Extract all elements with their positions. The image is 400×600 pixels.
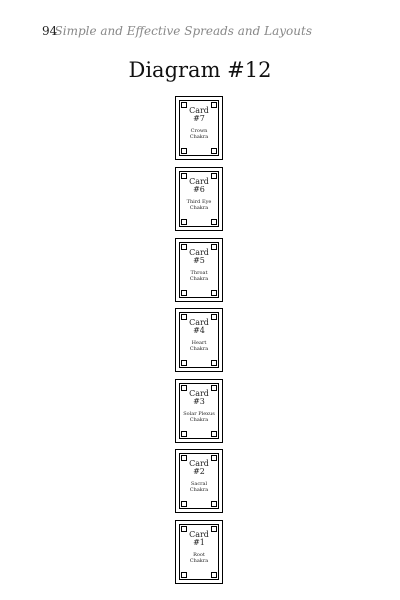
card-label: Card — [189, 106, 209, 115]
card-border — [179, 242, 219, 298]
diagram-title: Diagram #12 — [128, 58, 272, 82]
card-border — [179, 453, 219, 509]
card-border — [179, 312, 219, 368]
corner-ornament — [180, 313, 187, 320]
card-label: Card — [189, 530, 209, 539]
card-label: Card — [189, 318, 209, 327]
corner-ornament — [211, 219, 218, 226]
corner-ornament — [180, 243, 187, 250]
running-title: Simple and Effective Spreads and Layouts — [54, 24, 312, 38]
corner-ornament — [211, 501, 218, 508]
card-text: Card #7 Crown Chakra — [176, 106, 222, 141]
card-1-root-chakra: Card #1 Root Chakra — [175, 520, 223, 584]
card-chakra-word: Chakra — [189, 205, 209, 212]
card-number: #4 — [193, 326, 205, 336]
card-label: Card — [189, 248, 209, 257]
corner-ornament — [180, 360, 187, 367]
card-chakra-word: Chakra — [189, 558, 209, 565]
card-border — [179, 171, 219, 227]
card-chakra-name: Third Eye — [186, 198, 212, 205]
corner-ornament — [180, 172, 187, 179]
corner-ornament — [211, 101, 218, 108]
card-3-solar-plexus-chakra: Card #3 Solar Plexus Chakra — [175, 379, 223, 443]
card-5-throat-chakra: Card #5 Throat Chakra — [175, 238, 223, 302]
card-7-crown-chakra: Card #7 Crown Chakra — [175, 96, 223, 160]
card-border — [179, 524, 219, 580]
card-text: Card #4 Heart Chakra — [176, 318, 222, 353]
card-number: #1 — [193, 538, 205, 548]
card-chakra-name: Heart — [191, 339, 207, 346]
page-header: 94 Simple and Effective Spreads and Layo… — [42, 24, 312, 42]
card-chakra-word: Chakra — [189, 417, 209, 424]
card-chakra-word: Chakra — [189, 134, 209, 141]
card-text: Card #5 Throat Chakra — [176, 248, 222, 283]
corner-ornament — [180, 148, 187, 155]
corner-ornament — [180, 454, 187, 461]
card-label: Card — [189, 389, 209, 398]
card-6-third-eye-chakra: Card #6 Third Eye Chakra — [175, 167, 223, 231]
corner-ornament — [211, 313, 218, 320]
corner-ornament — [211, 454, 218, 461]
corner-ornament — [180, 431, 187, 438]
corner-ornament — [180, 572, 187, 579]
corner-ornament — [180, 501, 187, 508]
corner-ornament — [211, 172, 218, 179]
card-number: #2 — [193, 467, 205, 477]
card-number: #3 — [193, 397, 205, 407]
card-border — [179, 100, 219, 156]
card-number: #7 — [193, 114, 205, 124]
page-number: 94 — [42, 24, 58, 38]
card-text: Card #3 Solar Plexus Chakra — [176, 389, 222, 424]
card-number: #5 — [193, 256, 205, 266]
corner-ornament — [180, 101, 187, 108]
card-chakra-word: Chakra — [189, 487, 209, 494]
card-text: Card #6 Third Eye Chakra — [176, 177, 222, 212]
card-chakra-name: Root — [193, 551, 205, 558]
card-text: Card #1 Root Chakra — [176, 530, 222, 565]
card-2-sacral-chakra: Card #2 Sacral Chakra — [175, 449, 223, 513]
corner-ornament — [211, 290, 218, 297]
card-4-heart-chakra: Card #4 Heart Chakra — [175, 308, 223, 372]
card-chakra-name: Solar Plexus — [183, 410, 215, 417]
corner-ornament — [211, 525, 218, 532]
card-chakra-word: Chakra — [189, 346, 209, 353]
card-label: Card — [189, 459, 209, 468]
corner-ornament — [211, 243, 218, 250]
corner-ornament — [211, 431, 218, 438]
card-border — [179, 383, 219, 439]
card-label: Card — [189, 177, 209, 186]
corner-ornament — [180, 384, 187, 391]
card-chakra-name: Crown — [190, 127, 208, 134]
card-number: #6 — [193, 185, 205, 195]
card-text: Card #2 Sacral Chakra — [176, 459, 222, 494]
corner-ornament — [211, 384, 218, 391]
corner-ornament — [211, 572, 218, 579]
card-chakra-name: Throat — [190, 269, 208, 276]
corner-ornament — [211, 360, 218, 367]
card-chakra-word: Chakra — [189, 276, 209, 283]
corner-ornament — [180, 525, 187, 532]
corner-ornament — [180, 290, 187, 297]
corner-ornament — [211, 148, 218, 155]
card-chakra-name: Sacral — [190, 480, 208, 487]
corner-ornament — [180, 219, 187, 226]
